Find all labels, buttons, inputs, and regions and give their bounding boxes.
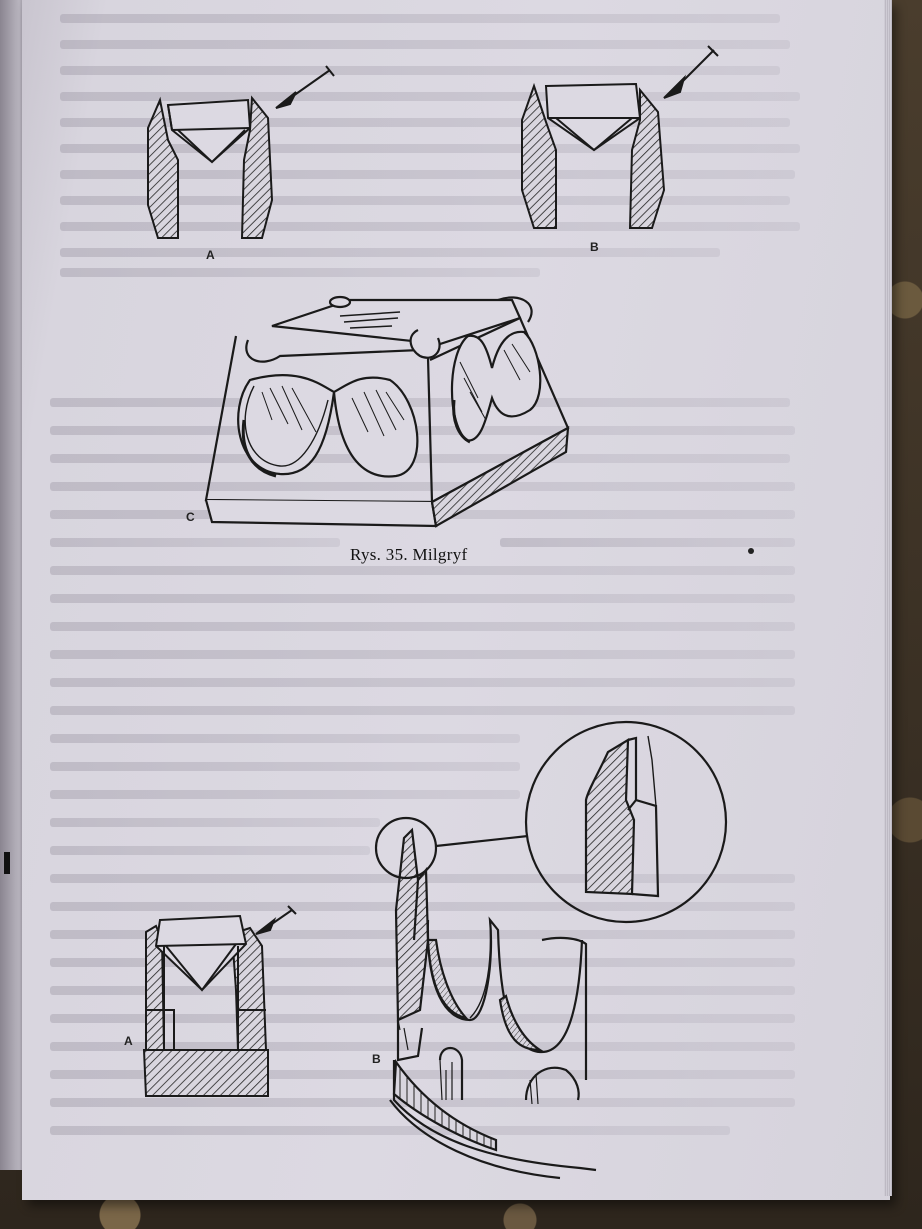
figure-c-milgrain-block bbox=[204, 295, 570, 528]
figure-label-b-bottom: B bbox=[372, 1052, 381, 1066]
ink-speck bbox=[748, 548, 754, 554]
binding-mark bbox=[4, 852, 10, 874]
arrow-a-bottom bbox=[255, 905, 297, 935]
figure-label-a-bottom: A bbox=[124, 1034, 133, 1048]
figure-label-a-top: A bbox=[206, 248, 215, 262]
figure-b-top-setting bbox=[521, 82, 666, 229]
figure-label-c: C bbox=[186, 510, 195, 524]
figure-a-bottom-setting bbox=[142, 914, 269, 1097]
figure-b-bottom-prongs bbox=[374, 720, 728, 1180]
arrow-b-top bbox=[663, 45, 719, 99]
figure-a-top-setting bbox=[147, 95, 274, 239]
figure-caption: Rys. 35. Milgryf bbox=[350, 545, 468, 564]
arrow-a-top bbox=[275, 65, 335, 109]
figure-label-b-top: B bbox=[590, 240, 599, 254]
page-stack-edge bbox=[884, 0, 892, 1196]
